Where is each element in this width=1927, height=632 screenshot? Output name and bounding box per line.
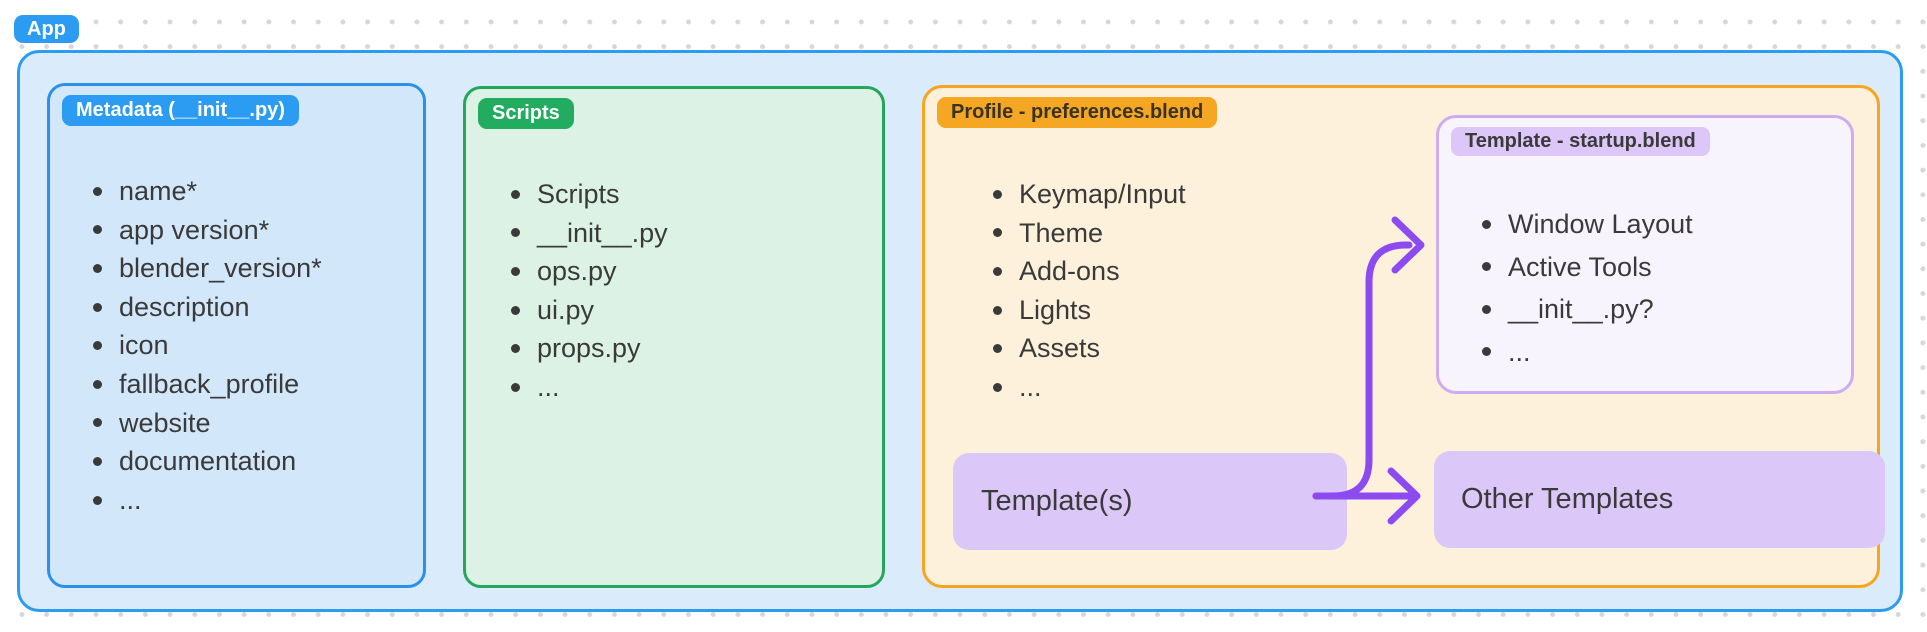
- list-item: ...: [511, 368, 668, 407]
- list-item-label: ui.py: [537, 294, 595, 325]
- list-item-label: app version*: [119, 214, 270, 245]
- metadata-badge: Metadata (__init__.py): [62, 95, 299, 126]
- list-item-label: icon: [119, 330, 169, 361]
- startup-template-box: Template - startup.blend Window Layout A…: [1436, 115, 1854, 394]
- list-item-label: Scripts: [537, 179, 620, 209]
- list-item-label: Keymap/Input: [1019, 179, 1186, 209]
- startup-template-badge: Template - startup.blend: [1451, 127, 1710, 156]
- list-item: ...: [1482, 331, 1693, 374]
- list-item: Theme: [993, 214, 1186, 253]
- bullet-icon: [993, 228, 1002, 238]
- bullet-icon: [93, 263, 102, 273]
- bullet-icon: [93, 379, 102, 389]
- bullet-icon: [1482, 304, 1491, 314]
- profile-box: Profile - preferences.blend Keymap/Input…: [922, 85, 1885, 588]
- list-item: Assets: [993, 329, 1186, 368]
- bullet-icon: [511, 344, 520, 354]
- list-item-label: Window Layout: [1508, 209, 1693, 239]
- templates-pill: Template(s): [953, 453, 1347, 550]
- list-item: __init__.py: [511, 214, 668, 253]
- metadata-box: Metadata (__init__.py) name* app version…: [47, 83, 426, 588]
- list-item-label: Add-ons: [1019, 256, 1120, 287]
- list-item-label: props.py: [537, 333, 641, 364]
- list-item-label: name*: [119, 176, 198, 206]
- scripts-badge: Scripts: [478, 98, 574, 129]
- list-item: __init__.py?: [1482, 288, 1693, 331]
- list-item: ...: [993, 368, 1186, 407]
- bullet-icon: [93, 341, 102, 351]
- list-item: icon: [93, 326, 322, 365]
- list-item: Window Layout: [1482, 203, 1693, 246]
- bullet-icon: [993, 189, 1002, 199]
- bullet-icon: [511, 382, 520, 392]
- list-item-label: Assets: [1019, 333, 1101, 364]
- bullet-icon: [993, 266, 1002, 276]
- other-templates-pill: Other Templates: [1434, 451, 1885, 548]
- list-item: fallback_profile: [93, 365, 322, 404]
- list-item: Keymap/Input: [993, 175, 1186, 214]
- list-item: Add-ons: [993, 252, 1186, 291]
- list-item: Scripts: [511, 175, 668, 214]
- list-item-label: Active Tools: [1508, 251, 1652, 282]
- list-item-label: ...: [537, 371, 560, 402]
- bullet-icon: [511, 305, 520, 315]
- list-item: Lights: [993, 291, 1186, 330]
- list-item-label: Lights: [1019, 294, 1092, 325]
- list-item: ops.py: [511, 252, 668, 291]
- bullet-icon: [93, 418, 102, 428]
- bullet-icon: [93, 456, 102, 466]
- bullet-icon: [93, 302, 102, 312]
- metadata-list: name* app version* blender_version* desc…: [93, 172, 322, 519]
- list-item-label: ...: [119, 484, 142, 515]
- list-item: blender_version*: [93, 249, 322, 288]
- profile-list: Keymap/Input Theme Add-ons Lights Assets…: [993, 175, 1186, 407]
- startup-template-list: Window Layout Active Tools __init__.py? …: [1482, 203, 1693, 373]
- list-item: description: [93, 288, 322, 327]
- bullet-icon: [511, 266, 520, 276]
- bullet-icon: [1482, 262, 1491, 272]
- bullet-icon: [511, 228, 520, 238]
- list-item: props.py: [511, 329, 668, 368]
- list-item-label: website: [119, 407, 211, 438]
- list-item-label: __init__.py: [537, 217, 668, 248]
- list-item: ...: [93, 481, 322, 520]
- list-item: Active Tools: [1482, 246, 1693, 289]
- list-item-label: Theme: [1019, 217, 1104, 248]
- app-badge: App: [14, 15, 79, 43]
- list-item-label: description: [119, 291, 250, 322]
- list-item-label: blender_version*: [119, 253, 322, 284]
- list-item-label: documentation: [119, 446, 297, 477]
- list-item-label: ...: [1508, 336, 1531, 367]
- bullet-icon: [511, 189, 520, 199]
- list-item: documentation: [93, 442, 322, 481]
- profile-badge: Profile - preferences.blend: [937, 97, 1218, 128]
- bullet-icon: [993, 344, 1002, 354]
- bullet-icon: [1482, 219, 1491, 229]
- list-item-label: __init__.py?: [1508, 294, 1654, 324]
- list-item: app version*: [93, 211, 322, 250]
- other-templates-pill-label: Other Templates: [1461, 483, 1674, 515]
- app-container: Metadata (__init__.py) name* app version…: [17, 50, 1903, 612]
- bullet-icon: [993, 382, 1002, 392]
- bullet-icon: [1482, 347, 1491, 357]
- bullet-icon: [93, 495, 102, 505]
- templates-pill-label: Template(s): [981, 485, 1133, 517]
- list-item-label: ...: [1019, 371, 1042, 402]
- scripts-list: Scripts __init__.py ops.py ui.py props.p…: [511, 175, 668, 407]
- scripts-box: Scripts Scripts __init__.py ops.py ui.py…: [463, 86, 885, 588]
- list-item-label: fallback_profile: [119, 368, 300, 399]
- list-item: name*: [93, 172, 322, 211]
- list-item: ui.py: [511, 291, 668, 330]
- bullet-icon: [93, 186, 102, 196]
- list-item: website: [93, 404, 322, 443]
- bullet-icon: [993, 305, 1002, 315]
- bullet-icon: [93, 225, 102, 235]
- list-item-label: ops.py: [537, 256, 617, 287]
